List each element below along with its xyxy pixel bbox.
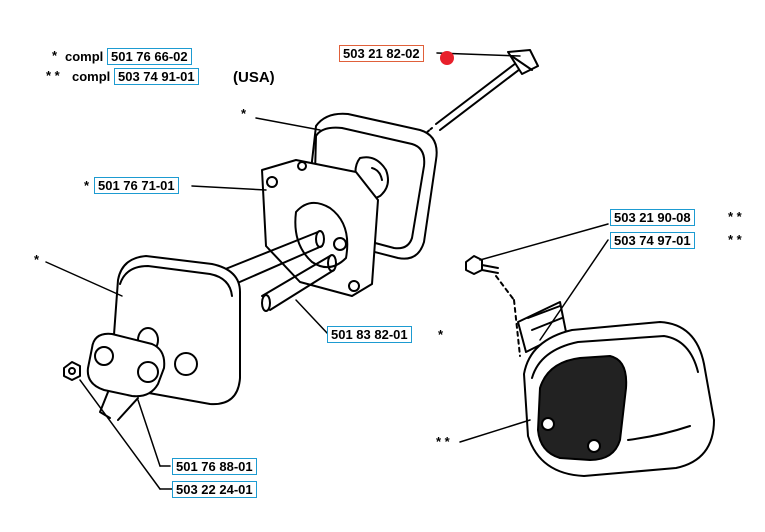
part-marker-503-74-97-01: * * (728, 232, 742, 247)
legend-prefix-2: compl (72, 69, 111, 84)
part-number-503-74-91-01[interactable]: 503 74 91-01 (114, 68, 199, 85)
part-marker-501-76-71-01: * (84, 178, 90, 193)
callout-left-cover: * (34, 252, 40, 267)
part-number-501-76-66-02[interactable]: 501 76 66-02 (107, 48, 192, 65)
callout-upper-cover: * (241, 106, 247, 121)
flange-plate-illustration (86, 332, 166, 421)
callout-right-muffler: * * (436, 434, 450, 449)
part-number-503-74-97-01[interactable]: 503 74 97-01 (610, 232, 695, 249)
highlight-dot (440, 51, 454, 65)
small-nut-illustration (63, 361, 81, 381)
part-number-503-21-90-08[interactable]: 503 21 90-08 (610, 209, 695, 226)
part-number-501-83-82-01[interactable]: 501 83 82-01 (327, 326, 412, 343)
part-number-503-21-82-02[interactable]: 503 21 82-02 (339, 45, 424, 62)
legend-marker-1: * (52, 48, 58, 63)
part-number-503-22-24-01[interactable]: 503 22 24-01 (172, 481, 257, 498)
part-marker-501-83-82-01: * (438, 327, 444, 342)
legend-marker-2: * * (46, 68, 60, 83)
gasket-illustration (261, 159, 379, 297)
spacer-tubes-illustration (217, 230, 337, 312)
leader-lines (45, 52, 609, 490)
legend-prefix-1: compl (65, 49, 104, 64)
region-label: (USA) (233, 69, 275, 86)
part-marker-503-21-90-08: * * (728, 209, 742, 224)
right-muffler-illustration (523, 321, 715, 477)
right-screw-illustration (465, 255, 499, 275)
part-number-501-76-88-01[interactable]: 501 76 88-01 (172, 458, 257, 475)
part-number-501-76-71-01[interactable]: 501 76 71-01 (94, 177, 179, 194)
